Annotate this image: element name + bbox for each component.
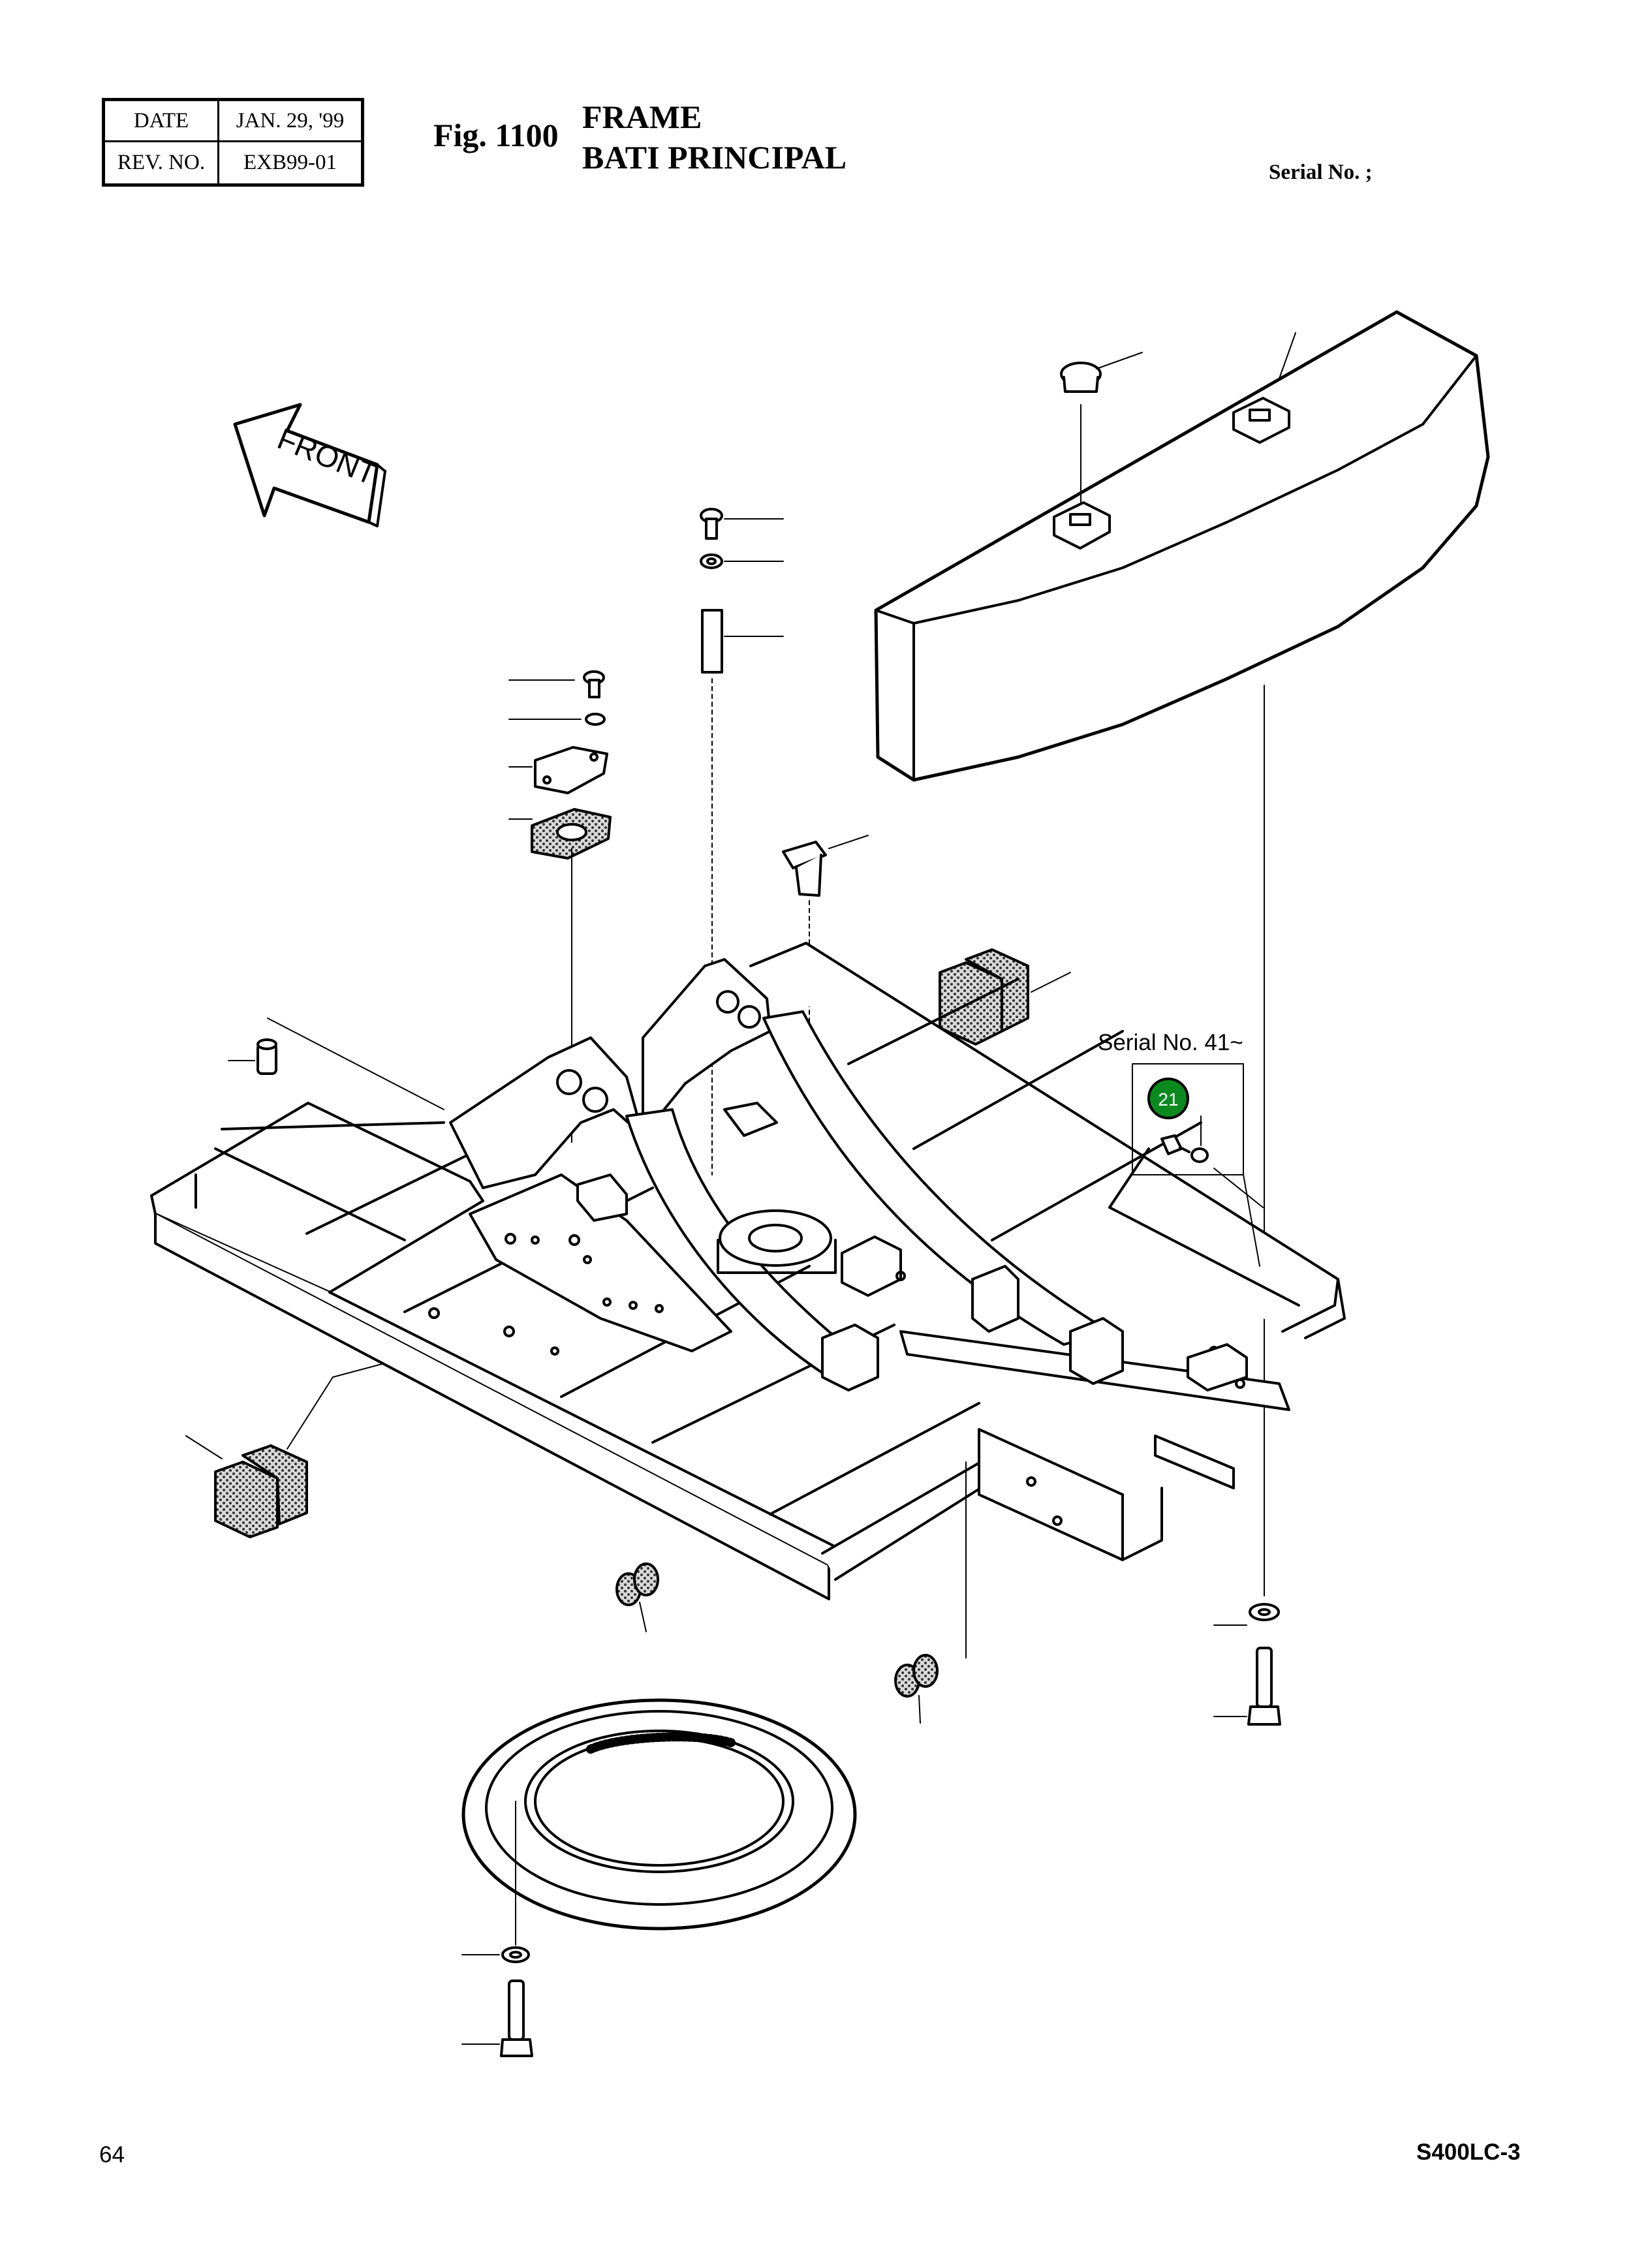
swing-bearing-ring — [461, 1698, 857, 1946]
hardware-above-frame — [228, 508, 869, 1175]
revision-row: REV. NO. EXB99-01 — [105, 142, 361, 183]
revision-table: DATE JAN. 29, '99 REV. NO. EXB99-01 — [102, 98, 364, 187]
revision-value: EXB99-01 — [243, 151, 337, 174]
front-direction-arrow: FRONT — [233, 403, 386, 527]
page-number: 64 — [99, 2142, 125, 2167]
serial-note: Serial No. 41~ — [1098, 1030, 1243, 1055]
revision-label: REV. NO. — [105, 142, 219, 183]
serial-callout: 21 — [1132, 1063, 1264, 1267]
serial-number-header: Serial No. ; — [1269, 161, 1373, 184]
part-badge-21 — [1147, 1078, 1189, 1119]
counterweight — [874, 310, 1490, 1596]
figure-title-french: BATI PRINCIPAL — [582, 139, 847, 176]
upper-frame-structure — [150, 942, 1346, 1600]
date-value: JAN. 29, '99 — [236, 108, 345, 132]
figure-title-english: FRAME — [582, 99, 702, 135]
part-badge-number: 21 — [1158, 1089, 1178, 1110]
figure-number: Fig. 1100 — [433, 117, 559, 153]
figure-title: FRAME BATI PRINCIPAL — [582, 97, 847, 178]
date-label: DATE — [105, 101, 219, 140]
lower-hardware — [461, 1461, 1281, 2057]
date-row: DATE JAN. 29, '99 — [105, 101, 361, 142]
model-number: S400LC-3 — [1416, 2139, 1521, 2165]
